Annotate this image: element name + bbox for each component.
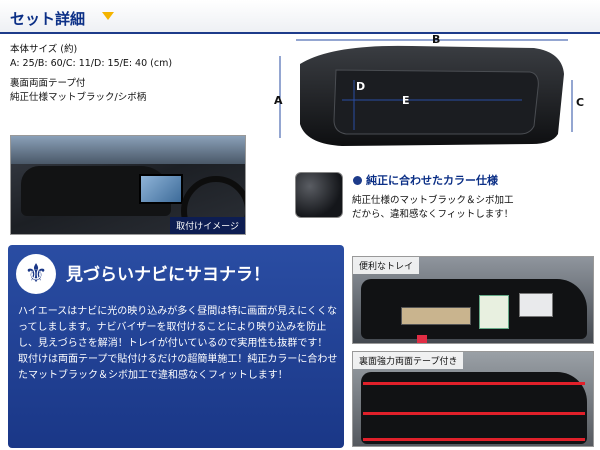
promo-panel	[8, 245, 344, 448]
spec-line-tape: 裏面両面テープ付	[10, 78, 86, 89]
promo-paragraph-1: ハイエースはナビに光の映り込みが多く昼間は特に画面が見えにくくなってしまします。…	[18, 306, 337, 349]
texture-swatch	[295, 172, 343, 218]
tray-photo-caption: 便利なトレイ	[353, 257, 420, 274]
feature-heading: 純正に合わせたカラー仕様	[366, 174, 498, 187]
promo-paragraph-2: 取付けは両面テープで貼付けるだけの超簡単施工！純正カラーに合わせたマットブラック…	[18, 354, 338, 381]
section-header: セット詳細	[0, 0, 600, 34]
promo-heading: 見づらいナビにサヨナラ！	[66, 265, 270, 285]
promo-text: ハイエースはナビに光の映り込みが多く昼間は特に画面が見えにくくなってしまします。…	[18, 304, 338, 384]
dimension-label-a: A	[274, 94, 283, 107]
dimension-label-d: D	[356, 80, 365, 93]
install-photo: 取付けイメージ	[10, 135, 246, 235]
nav-screen	[139, 174, 183, 204]
steering-wheel	[181, 176, 245, 234]
feature-line-1: 純正仕様のマットブラック＆シボ加工	[352, 195, 514, 206]
dimension-label-e: E	[402, 94, 410, 107]
install-photo-caption: 取付けイメージ	[170, 217, 245, 234]
triangle-down-icon	[102, 12, 114, 20]
tape-photo-caption: 裏面強力両面テープ付き	[353, 352, 464, 369]
product-tray	[333, 69, 539, 135]
spec-sizes: A: 25/B: 60/C: 11/D: 15/E: 40 (cm)	[10, 58, 173, 69]
tape-photo: 裏面強力両面テープ付き	[352, 351, 594, 447]
dimension-label-b: B	[432, 34, 440, 46]
dimension-diagram: B A C D E	[274, 34, 584, 146]
section-title: セット詳細	[10, 10, 86, 28]
bullet-dot-icon	[353, 176, 362, 185]
spec-line-finish: 純正仕様マットブラック/シボ柄	[10, 92, 147, 103]
feature-text: 純正仕様のマットブラック＆シボ加工 だから、違和感なくフィットします！	[352, 194, 596, 222]
dimension-label-c: C	[576, 96, 584, 109]
spec-heading: 本体サイズ (約)	[10, 44, 78, 55]
fleur-de-lis-icon: ⚜	[16, 254, 56, 294]
spec-block: 本体サイズ (約) A: 25/B: 60/C: 11/D: 15/E: 40 …	[10, 43, 270, 105]
tray-photo: 便利なトレイ	[352, 256, 594, 344]
feature-line-2: だから、違和感なくフィットします！	[352, 209, 514, 220]
